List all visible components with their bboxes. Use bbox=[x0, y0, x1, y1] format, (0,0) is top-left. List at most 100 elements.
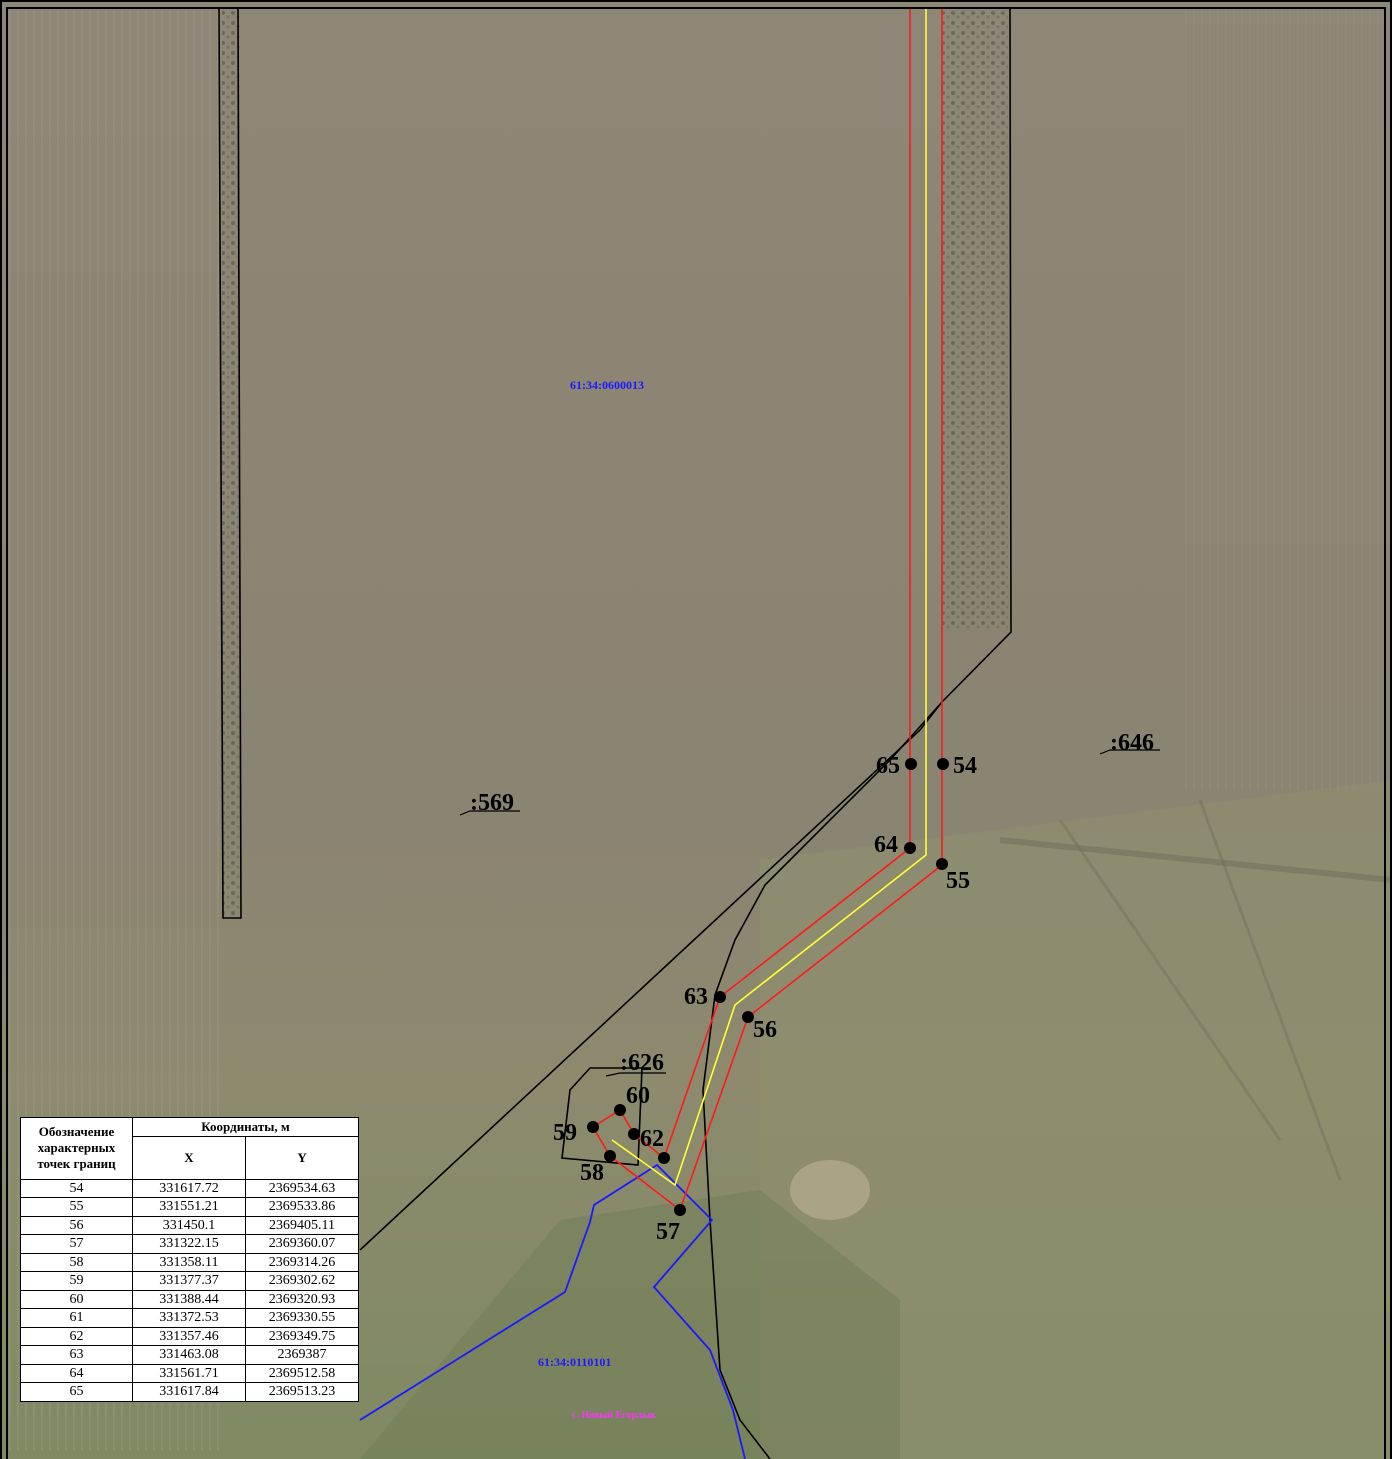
parcel-label-569: :569 bbox=[470, 790, 514, 816]
block-boundary-blue bbox=[359, 1163, 746, 1459]
label-55: 55 bbox=[946, 868, 970, 894]
green-area-south bbox=[360, 1190, 900, 1459]
point-57[interactable] bbox=[674, 1204, 686, 1216]
point-55[interactable] bbox=[936, 858, 948, 870]
cell-y: 2369330.55 bbox=[244, 1308, 360, 1328]
point-61[interactable] bbox=[628, 1128, 640, 1140]
tree-belt-west bbox=[222, 10, 240, 915]
label-59: 59 bbox=[553, 1120, 577, 1146]
point-59[interactable] bbox=[587, 1121, 599, 1133]
point-56[interactable] bbox=[742, 1011, 754, 1023]
cell-point: 59 bbox=[20, 1271, 133, 1291]
header-y: Y bbox=[244, 1135, 360, 1180]
cell-y: 2369314.26 bbox=[244, 1252, 360, 1272]
cell-x: 331372.53 bbox=[132, 1308, 246, 1328]
cell-point: 57 bbox=[20, 1234, 133, 1254]
parcel-646-leader bbox=[1099, 749, 1160, 755]
label-60: 60 bbox=[626, 1083, 650, 1109]
cell-y: 2369512.58 bbox=[244, 1363, 360, 1383]
cell-x: 331617.84 bbox=[132, 1382, 246, 1402]
point-54[interactable] bbox=[937, 758, 949, 770]
sheet-frame-inner bbox=[6, 7, 1386, 1459]
parcel-626-leader bbox=[605, 1072, 666, 1077]
cell-y: 2369387 bbox=[244, 1345, 360, 1365]
cell-point: 54 bbox=[20, 1178, 133, 1198]
block-label-south: 61:34:0110101 bbox=[538, 1355, 611, 1369]
cell-x: 331450.1 bbox=[132, 1215, 246, 1235]
point-65[interactable] bbox=[905, 758, 917, 770]
cell-x: 331357.46 bbox=[132, 1326, 246, 1346]
point-60[interactable] bbox=[614, 1104, 626, 1116]
parcel-label-646: :646 bbox=[1110, 730, 1154, 756]
label-58: 58 bbox=[580, 1160, 604, 1186]
cell-x: 331358.11 bbox=[132, 1252, 246, 1272]
tree-belt-east bbox=[942, 10, 1008, 630]
cell-point: 63 bbox=[20, 1345, 133, 1365]
cell-x: 331561.71 bbox=[132, 1363, 246, 1383]
field-track-2 bbox=[1058, 819, 1282, 1141]
light-patch bbox=[790, 1160, 870, 1220]
header-x: X bbox=[132, 1135, 246, 1180]
point-58[interactable] bbox=[604, 1150, 616, 1162]
parcel-569-leader bbox=[459, 810, 520, 816]
cell-x: 331551.21 bbox=[132, 1197, 246, 1217]
cell-point: 55 bbox=[20, 1197, 133, 1217]
cell-x: 331377.37 bbox=[132, 1271, 246, 1291]
label-57: 57 bbox=[656, 1219, 680, 1245]
cell-y: 2369349.75 bbox=[244, 1326, 360, 1346]
block-label-north: 61:34:0600013 bbox=[570, 378, 644, 392]
parcel-labels: :569 :646 :626 bbox=[459, 730, 1160, 1077]
cell-point: 56 bbox=[20, 1215, 133, 1235]
point-64[interactable] bbox=[904, 842, 916, 854]
cell-point: 58 bbox=[20, 1252, 133, 1272]
settlement-label: с. Новый Егорлык bbox=[572, 1410, 656, 1421]
cell-point: 60 bbox=[20, 1289, 133, 1309]
cell-x: 331463.08 bbox=[132, 1345, 246, 1365]
point-62[interactable] bbox=[658, 1152, 670, 1164]
cell-y: 2369534.63 bbox=[244, 1178, 360, 1198]
cell-y: 2369360.07 bbox=[244, 1234, 360, 1254]
label-63: 63 bbox=[684, 984, 708, 1010]
cell-y: 2369405.11 bbox=[244, 1215, 360, 1235]
cell-point: 61 bbox=[20, 1308, 133, 1328]
field-track-3 bbox=[1198, 799, 1342, 1181]
cell-point: 65 bbox=[20, 1382, 133, 1402]
label-65: 65 bbox=[876, 753, 900, 779]
cell-x: 331617.72 bbox=[132, 1178, 246, 1198]
header-coordinates: Координаты, м bbox=[131, 1117, 360, 1137]
cell-y: 2369320.93 bbox=[244, 1289, 360, 1309]
parcel-boundary-626 bbox=[561, 1067, 643, 1166]
field-track-1 bbox=[999, 837, 1392, 883]
axis-yellow bbox=[611, 8, 927, 1187]
lighter-field-se bbox=[760, 780, 1392, 1459]
parcel-boundary-road bbox=[702, 701, 943, 1459]
cell-y: 2369513.23 bbox=[244, 1382, 360, 1402]
label-64: 64 bbox=[874, 832, 898, 858]
cell-point: 64 bbox=[20, 1363, 133, 1383]
point-63[interactable] bbox=[714, 991, 726, 1003]
label-54: 54 bbox=[953, 753, 977, 779]
parcel-label-626: :626 bbox=[620, 1050, 664, 1076]
label-56: 56 bbox=[753, 1017, 777, 1043]
point-labels: 54 65 64 55 63 56 60 59 62 58 57 bbox=[553, 753, 977, 1245]
cell-x: 331322.15 bbox=[132, 1234, 246, 1254]
striped-field-east bbox=[1180, 10, 1385, 790]
boundary-points bbox=[587, 758, 949, 1216]
cell-x: 331388.44 bbox=[132, 1289, 246, 1309]
header-point-designation: Обозначение характерных точек границ bbox=[20, 1117, 133, 1180]
cell-y: 2369302.62 bbox=[244, 1271, 360, 1291]
